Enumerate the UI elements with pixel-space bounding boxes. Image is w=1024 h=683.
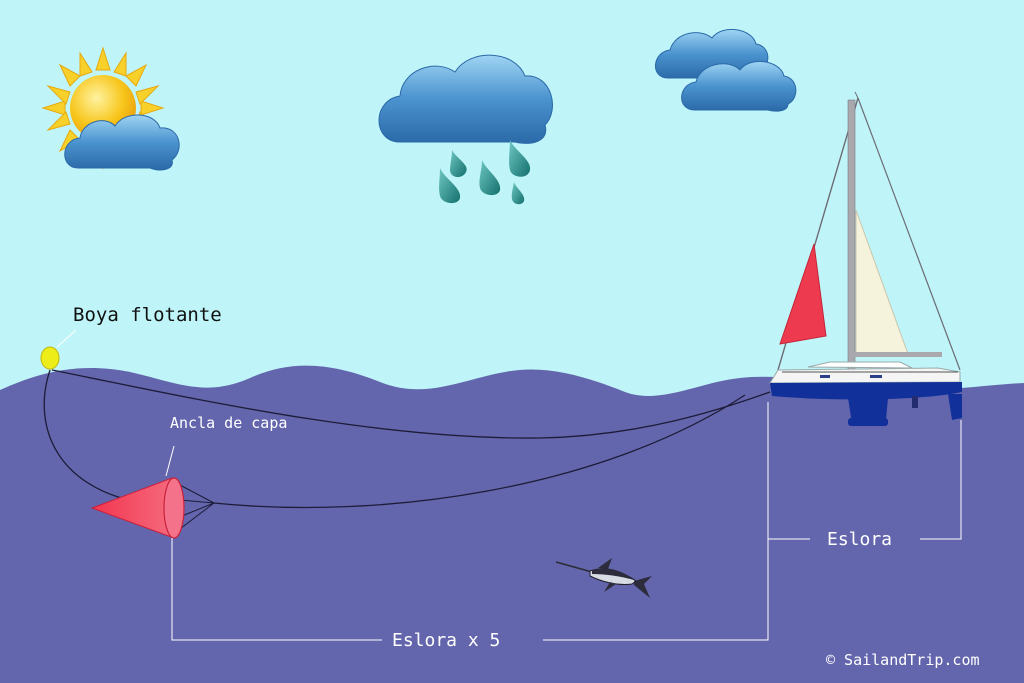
- buoy-icon: [40, 346, 60, 370]
- rain-cloud-icon: [378, 54, 553, 205]
- cloud-icon: [655, 29, 797, 112]
- sea-anchor-icon: [90, 477, 215, 539]
- swordfish-icon: [555, 558, 652, 598]
- sea-anchor-label: Ancla de capa: [170, 414, 287, 432]
- copyright-text: © SailandTrip.com: [826, 651, 980, 669]
- cloud-icon: [64, 114, 180, 171]
- buoy-label: Boya flotante: [73, 304, 222, 326]
- rode-length-label: Eslora x 5: [392, 630, 500, 651]
- boat-length-label: Eslora: [827, 529, 892, 550]
- dimension-lines: [56, 329, 962, 641]
- sailboat-icon: [769, 91, 962, 426]
